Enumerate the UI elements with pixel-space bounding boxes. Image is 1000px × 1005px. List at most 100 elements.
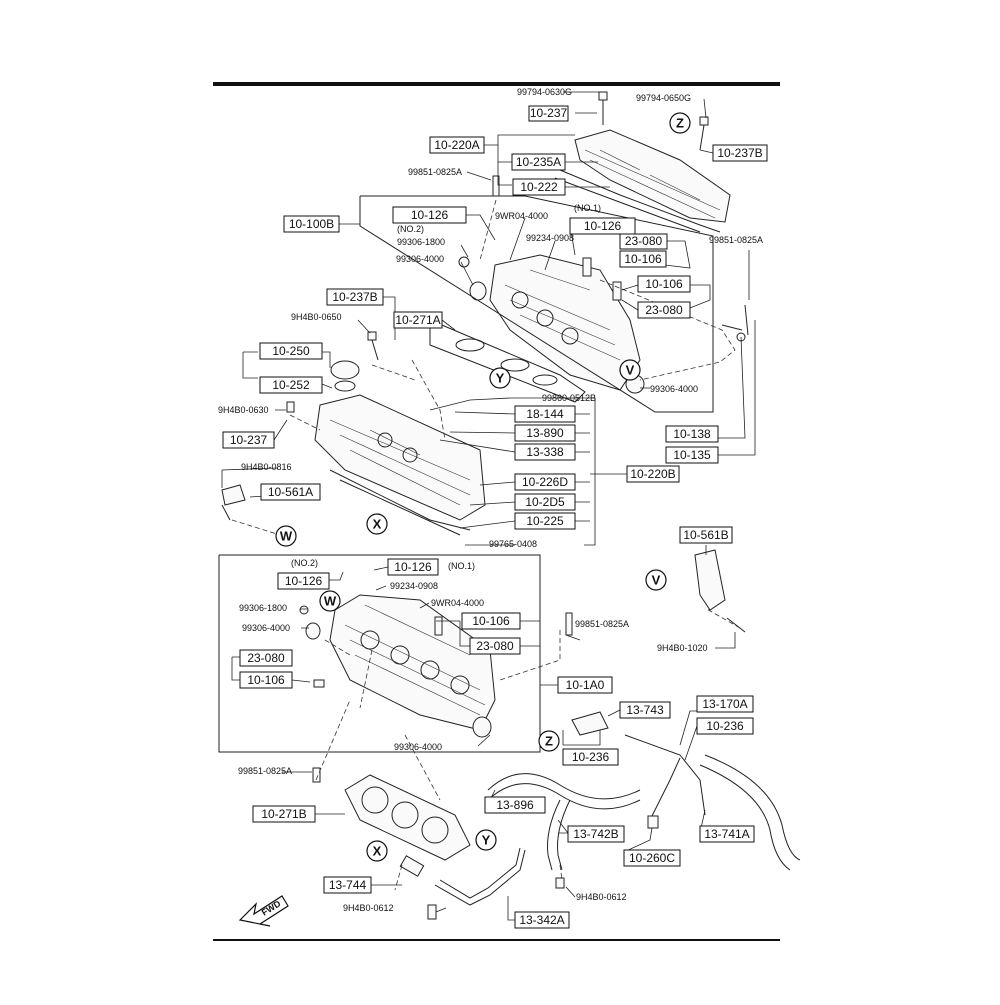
part-number-label: 13-741A bbox=[704, 827, 749, 841]
part-number-small: 9H4B0-0650 bbox=[291, 312, 342, 322]
part-number-label: 10-2D5 bbox=[525, 495, 565, 509]
part-box: 10-260C bbox=[623, 849, 681, 867]
stud-99851-right bbox=[565, 612, 573, 636]
part-box: 13-744 bbox=[323, 876, 372, 894]
part-number-small: 99794-0650G bbox=[636, 93, 691, 103]
part-box-frame bbox=[461, 612, 521, 630]
part-box: 10-220A bbox=[429, 136, 485, 154]
oil-filler-cap bbox=[330, 360, 360, 380]
part-number-small: 99306-1800 bbox=[397, 237, 445, 247]
reference-marker: Z bbox=[538, 730, 560, 752]
reference-marker-letter: V bbox=[652, 573, 661, 588]
part-number-small: 99851-0825A bbox=[408, 167, 462, 177]
reference-marker: X bbox=[366, 513, 388, 535]
reference-marker-letter: X bbox=[373, 844, 382, 859]
part-box: 10-271B bbox=[252, 805, 316, 823]
part-number-label: 13-896 bbox=[496, 798, 534, 812]
part-box-frame bbox=[239, 649, 293, 667]
part-box: 10-252 bbox=[259, 376, 323, 394]
part-box: 10-100B bbox=[283, 215, 340, 233]
stud-99851-lower bbox=[312, 767, 321, 783]
bolt-9H4B0-0630 bbox=[286, 401, 295, 413]
part-box-frame bbox=[619, 250, 667, 268]
part-box: 23-080 bbox=[469, 637, 521, 655]
part-number-label: 10-106 bbox=[472, 614, 510, 628]
part-box: 13-890 bbox=[514, 424, 576, 442]
part-number-label: 10-126 bbox=[285, 574, 323, 588]
part-number-label: 10-237B bbox=[332, 290, 377, 304]
part-box: 10-226D bbox=[514, 473, 576, 491]
water-hose-13-896 bbox=[487, 773, 641, 810]
part-number-label: 18-144 bbox=[526, 407, 564, 421]
part-box-frame bbox=[619, 701, 671, 719]
valve-10-106 bbox=[582, 257, 592, 277]
reference-marker: W bbox=[319, 590, 341, 612]
part-number-label: 23-080 bbox=[625, 234, 663, 248]
reference-marker-letter: Z bbox=[545, 734, 553, 749]
part-box-frame bbox=[277, 572, 330, 590]
part-number-small: 99306-4000 bbox=[396, 254, 444, 264]
part-box-frame bbox=[562, 748, 619, 766]
part-box-frame bbox=[469, 637, 521, 655]
valve-10-106-b bbox=[612, 281, 622, 301]
part-box: 13-342A bbox=[514, 911, 570, 929]
part-number-label: 10-225 bbox=[526, 514, 564, 528]
reference-marker: Y bbox=[489, 367, 511, 389]
reference-marker-ring bbox=[669, 112, 691, 134]
part-box-frame bbox=[696, 717, 754, 735]
part-number-label: 10-561A bbox=[268, 485, 313, 499]
bolt-9H4B0-0612-right bbox=[555, 877, 565, 889]
part-box-frame bbox=[259, 376, 323, 394]
part-number-label: 10-237 bbox=[230, 433, 268, 447]
part-box: 10-235A bbox=[511, 153, 566, 171]
cylinder-head-front bbox=[329, 594, 496, 738]
part-box-frame bbox=[326, 288, 384, 306]
part-box-frame bbox=[514, 443, 576, 461]
part-number-label: 13-342A bbox=[519, 913, 564, 927]
leader-lines bbox=[218, 91, 756, 921]
reference-marker-ring bbox=[489, 367, 511, 389]
reference-marker-ring bbox=[275, 525, 297, 547]
water-hose-13-742B bbox=[547, 799, 571, 871]
group-bracket-10-100B bbox=[359, 195, 714, 413]
part-number-label: 13-742B bbox=[573, 827, 618, 841]
part-number-small: 99860-0512B bbox=[542, 393, 596, 403]
part-box: 10-250 bbox=[259, 342, 323, 360]
fwd-arrow: FWD bbox=[238, 895, 289, 927]
part-box-frame bbox=[429, 136, 485, 154]
part-box: 10-271A bbox=[393, 311, 443, 329]
valve-10-106-lower-b bbox=[313, 679, 325, 688]
part-box: 10-126 bbox=[277, 572, 330, 590]
part-number-small: 9WR04-4000 bbox=[495, 211, 548, 221]
bolt-9H4B0-0650 bbox=[367, 331, 379, 361]
part-box-frame bbox=[387, 558, 439, 576]
part-box-frame bbox=[679, 526, 733, 544]
water-hose-13-741A bbox=[699, 754, 801, 871]
reference-marker-letter: Y bbox=[482, 833, 491, 848]
part-number-label: 10-237 bbox=[530, 106, 568, 120]
part-number-label: 23-080 bbox=[476, 639, 514, 653]
reference-marker-letter: Z bbox=[676, 116, 684, 131]
part-number-label: 13-744 bbox=[329, 878, 367, 892]
oil-cap-seal bbox=[334, 380, 356, 392]
part-box: 10-237B bbox=[712, 144, 768, 162]
engine-hanger-10-561B bbox=[694, 549, 746, 633]
part-box: 10-236 bbox=[562, 748, 619, 766]
part-number-small: 99234-0908 bbox=[526, 233, 574, 243]
part-box-frame bbox=[511, 153, 566, 171]
part-box: 10-106 bbox=[619, 250, 667, 268]
reference-marker-letter: Y bbox=[496, 371, 505, 386]
part-box: 10-1A0 bbox=[557, 676, 613, 694]
part-box: 10-561A bbox=[260, 483, 321, 501]
group-bracket-10-1A0 bbox=[218, 554, 541, 753]
part-box: 10-225 bbox=[514, 512, 576, 530]
part-box-frame bbox=[637, 275, 691, 293]
part-box-frame bbox=[567, 825, 625, 843]
bolt-top-right bbox=[699, 116, 709, 151]
part-box: 13-743 bbox=[619, 701, 671, 719]
part-box: 10-237 bbox=[222, 431, 275, 449]
part-number-label: 13-743 bbox=[626, 703, 664, 717]
reference-marker-ring bbox=[619, 359, 641, 381]
